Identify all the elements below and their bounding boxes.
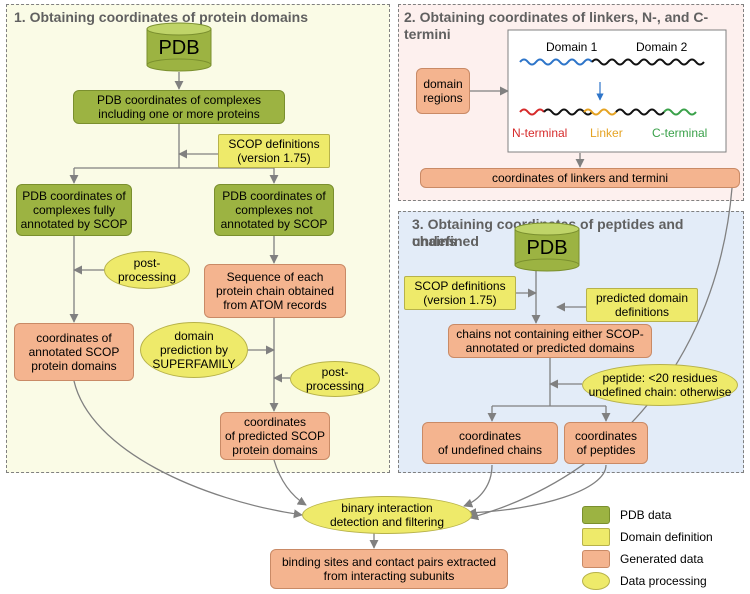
sequence-line2: protein chain obtained [215,284,335,298]
predicted-definitions-line2: definitions [614,305,670,319]
scop-definitions-box-2: SCOP definitions (version 1.75) [404,276,516,310]
linkers-termini-label: coordinates of linkers and termini [491,171,669,185]
chains-not-box: chains not containing either SCOP- annot… [448,324,652,358]
post-processing-1-line2: processing [117,270,177,284]
post-processing-2-line2: processing [305,379,365,393]
annotated-domains-line3: protein domains [31,359,117,373]
pdb-label-2: PDB [526,237,568,259]
not-annotated-line1: PDB coordinates of [222,189,326,203]
fully-annotated-box: PDB coordinates of complexes fully annot… [16,184,132,236]
scop-definitions-2-line2: (version 1.75) [423,293,497,307]
binding-sites-line1: binding sites and contact pairs extracte… [281,555,497,569]
panel-1-title: 1. Obtaining coordinates of protein doma… [14,9,309,25]
scop-definitions-box: SCOP definitions (version 1.75) [218,134,330,168]
n-terminal-label: N-terminal [512,126,568,140]
domain-1-label: Domain 1 [546,40,598,54]
superfamily-line1: domain [174,329,214,343]
peptides-line2: of peptides [576,443,636,457]
sequence-line3: from ATOM records [223,298,327,312]
not-annotated-line2: complexes not [235,203,313,217]
binding-sites-line2: from interacting subunits [323,569,455,583]
annotated-domains-line1: coordinates of [36,331,112,345]
fully-annotated-line3: annotated by SCOP [20,217,128,231]
binary-interaction-line2: detection and filtering [329,515,445,529]
domain-regions-line1: domain [423,77,463,91]
legend-pdb-data: PDB data [620,508,672,522]
post-processing-ellipse-2: post- processing [290,361,380,397]
legend-swatch-domain-definition [582,528,610,546]
scop-definitions-line2: (version 1.75) [237,151,311,165]
domain-regions-box: domain regions [416,68,470,114]
binary-interaction-ellipse: binary interaction detection and filteri… [302,496,472,534]
not-annotated-box: PDB coordinates of complexes not annotat… [214,184,334,236]
pdb-complexes-line2: including one or more proteins [98,107,260,121]
domain-2-label: Domain 2 [636,40,688,54]
binary-interaction-line1: binary interaction [341,501,433,515]
scop-definitions-2-line1: SCOP definitions [414,279,506,293]
undefined-chains-line2: of undefined chains [437,443,543,457]
annotated-domains-line2: annotated SCOP [28,345,120,359]
superfamily-line2: prediction by [159,343,229,357]
predicted-definitions-box: predicted domain definitions [586,288,698,322]
legend-generated-data: Generated data [620,552,704,566]
pdb-complexes-box: PDB coordinates of complexes including o… [73,90,285,124]
fully-annotated-line2: complexes fully [32,203,115,217]
superfamily-line3: SUPERFAMILY [152,357,236,371]
pdb-complexes-line1: PDB coordinates of complexes [96,93,262,107]
linkers-termini-box: coordinates of linkers and termini [420,168,740,188]
legend-domain-definition: Domain definition [620,530,713,544]
scop-definitions-line1: SCOP definitions [228,137,320,151]
post-processing-ellipse-1: post- processing [104,251,190,289]
predicted-definitions-line1: predicted domain [595,291,689,305]
sequence-line1: Sequence of each [226,270,324,284]
chains-not-line1: chains not containing either SCOP- [456,327,644,341]
legend-swatch-data-processing [582,572,610,590]
predicted-domains-line3: protein domains [232,443,318,457]
predicted-domains-line2: of predicted SCOP [224,429,326,443]
pdb-database-icon: PDB [146,22,212,72]
undefined-chains-line1: coordinates [458,429,522,443]
peptide-rule-ellipse: peptide: <20 residues undefined chain: o… [582,364,738,406]
legend-swatch-pdb-data [582,506,610,524]
not-annotated-line3: annotated by SCOP [220,217,328,231]
peptides-box: coordinates of peptides [564,422,648,464]
c-terminal-label: C-terminal [652,126,708,140]
peptides-line1: coordinates [574,429,638,443]
predicted-domains-line1: coordinates [243,415,307,429]
post-processing-2-line1: post- [321,365,349,379]
peptide-rule-line2: undefined chain: otherwise [588,385,732,399]
panel-2-title: 2. Obtaining coordinates of linkers, N-,… [404,9,709,42]
chains-not-line2: annotated or predicted domains [465,341,635,355]
annotated-domains-box: coordinates of annotated SCOP protein do… [14,323,134,381]
pdb-database-icon-2: PDB [514,222,580,272]
superfamily-ellipse: domain prediction by SUPERFAMILY [140,322,248,378]
sequence-box: Sequence of each protein chain obtained … [204,264,346,318]
undefined-chains-box: coordinates of undefined chains [422,422,558,464]
domain-regions-line2: regions [423,91,463,105]
peptide-rule-line1: peptide: <20 residues [602,371,718,385]
pdb-label: PDB [158,37,200,59]
legend-swatch-generated-data [582,550,610,568]
post-processing-1-line1: post- [133,256,161,270]
panel-3-title-line2: chains [412,233,457,249]
fully-annotated-line1: PDB coordinates of [22,189,126,203]
legend-data-processing: Data processing [620,574,707,588]
linker-label: Linker [590,126,623,140]
predicted-domains-box: coordinates of predicted SCOP protein do… [220,412,330,460]
binding-sites-box: binding sites and contact pairs extracte… [270,549,508,589]
